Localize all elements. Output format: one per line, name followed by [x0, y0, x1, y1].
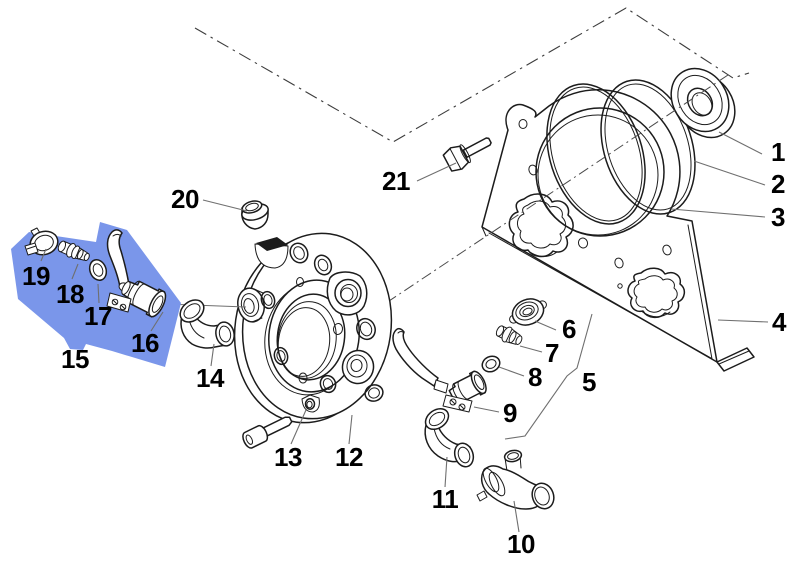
- callout-leader-3: [670, 208, 766, 218]
- part-20-plug: [241, 200, 269, 230]
- part-2-oring: [600, 79, 696, 215]
- callout-label-4[interactable]: 4: [772, 307, 788, 337]
- callout-leader-16: [150, 311, 164, 332]
- callout-leader-10: [513, 500, 520, 533]
- part-19-clamp: [24, 227, 59, 256]
- part-11-elbow: [424, 407, 475, 468]
- part-10-valve-body: [476, 449, 555, 510]
- callout-label-10[interactable]: 10: [507, 529, 535, 559]
- callout-label-7[interactable]: 7: [545, 338, 560, 368]
- part-8-oring: [481, 355, 501, 373]
- callout-label-17[interactable]: 17: [84, 301, 112, 331]
- part-3-ring: [546, 83, 646, 225]
- callout-label-21[interactable]: 21: [382, 166, 410, 196]
- callout-leader-19: [40, 248, 47, 262]
- part-16-valve: [106, 229, 167, 318]
- callout-label-12[interactable]: 12: [335, 442, 363, 472]
- callout-label-15[interactable]: 15: [61, 344, 89, 374]
- callout-label-14[interactable]: 14: [196, 363, 225, 393]
- callout-label-6[interactable]: 6: [562, 314, 577, 344]
- callout-label-13[interactable]: 13: [274, 442, 302, 472]
- callout-leader-11: [444, 456, 448, 488]
- callout-label-3[interactable]: 3: [771, 202, 786, 232]
- part-4-bracket: [481, 89, 755, 372]
- callout-leader-13: [290, 409, 307, 445]
- callout-label-16[interactable]: 16: [131, 328, 159, 358]
- callout-label-18[interactable]: 18: [56, 279, 84, 309]
- callout-leader-17: [97, 283, 100, 304]
- callout-label-9[interactable]: 9: [503, 398, 518, 428]
- part-14-elbow: [179, 299, 235, 349]
- part-18-barb-fitting: [57, 240, 90, 262]
- callout-leader-21: [416, 162, 457, 182]
- part-17-oring: [88, 259, 108, 281]
- callout-leader-6: [534, 320, 557, 331]
- part-7-barb-fitting: [495, 325, 523, 345]
- callout-leader-5: [504, 313, 593, 440]
- part-13-screw: [242, 416, 293, 449]
- highlight-region: [11, 222, 181, 367]
- assembly-axis: [385, 74, 729, 304]
- callout-label-8[interactable]: 8: [528, 362, 543, 392]
- callout-leader-2: [693, 160, 766, 186]
- callout-label-19[interactable]: 19: [22, 261, 50, 291]
- part-9-valve: [392, 327, 487, 413]
- part-6-swivel-nut: [509, 298, 547, 326]
- callout-leader-12: [348, 414, 353, 445]
- callout-leader-20: [202, 199, 248, 212]
- callout-leader-7: [519, 345, 543, 353]
- part-12-flange: [233, 232, 393, 424]
- callout-leader-8: [498, 366, 525, 377]
- callout-leader-4: [717, 319, 769, 323]
- callout-leader-9: [473, 406, 500, 413]
- phantom-outline: [194, 7, 750, 143]
- callout-label-1[interactable]: 1: [771, 137, 786, 167]
- part-1-seal: [670, 67, 736, 139]
- callout-label-11[interactable]: 11: [432, 484, 459, 514]
- highlight-group-15: [11, 222, 181, 367]
- callout-label-2[interactable]: 2: [771, 169, 786, 199]
- part-21-hex-bolt: [442, 137, 492, 172]
- callout-leader-1: [718, 131, 763, 155]
- callout-leader-14: [210, 343, 215, 367]
- callout-label-20[interactable]: 20: [171, 184, 199, 214]
- callout-leader-18: [71, 263, 79, 280]
- callout-label-5[interactable]: 5: [582, 367, 597, 397]
